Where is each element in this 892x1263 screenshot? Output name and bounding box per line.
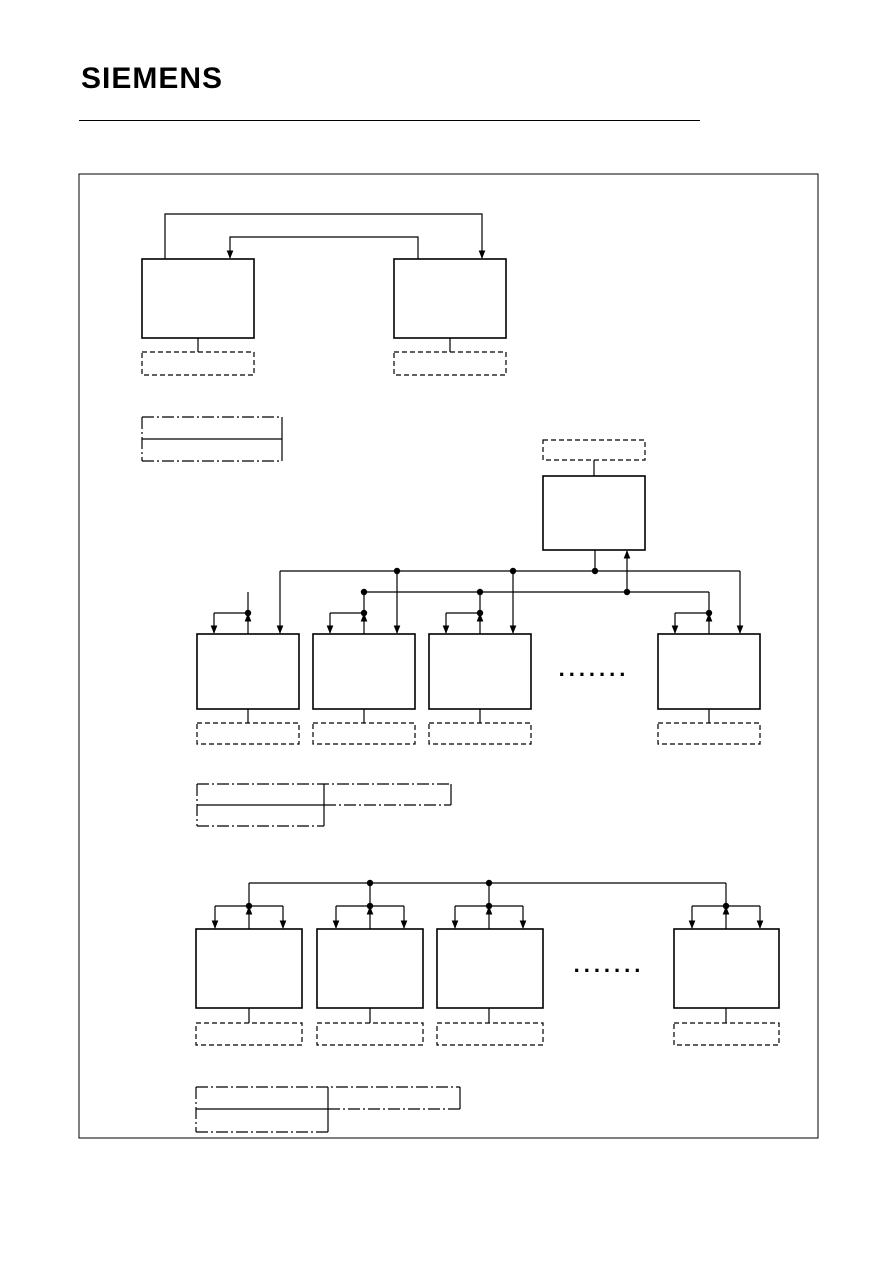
legend-1	[141, 416, 283, 462]
master-label-box	[542, 439, 646, 461]
station-3	[436, 902, 544, 1046]
device-a-block	[141, 258, 255, 339]
station-2	[316, 902, 424, 1046]
continuation-dots-2: .......	[574, 952, 645, 977]
config-master-slave: .......	[196, 439, 761, 827]
legend-2	[196, 783, 452, 827]
slave-2	[312, 609, 416, 745]
slave-n	[657, 609, 761, 745]
station-1	[195, 902, 303, 1046]
slave-1	[196, 609, 300, 745]
device-b-label-box	[393, 351, 507, 376]
master-block	[542, 475, 646, 551]
station-n	[673, 902, 780, 1046]
config-bus: .......	[195, 879, 780, 1133]
slave-3	[428, 609, 532, 745]
header-rule	[79, 120, 700, 121]
link-b-to-a	[226, 236, 419, 259]
continuation-dots-1: .......	[559, 656, 630, 681]
device-a-label-box	[141, 351, 255, 376]
figure-frame	[78, 173, 819, 1139]
device-b-block	[393, 258, 507, 339]
siemens-logo: SIEMENS	[81, 62, 224, 95]
link-a-to-b	[164, 213, 486, 259]
legend-3	[195, 1086, 461, 1133]
config-point-to-point	[141, 213, 507, 462]
